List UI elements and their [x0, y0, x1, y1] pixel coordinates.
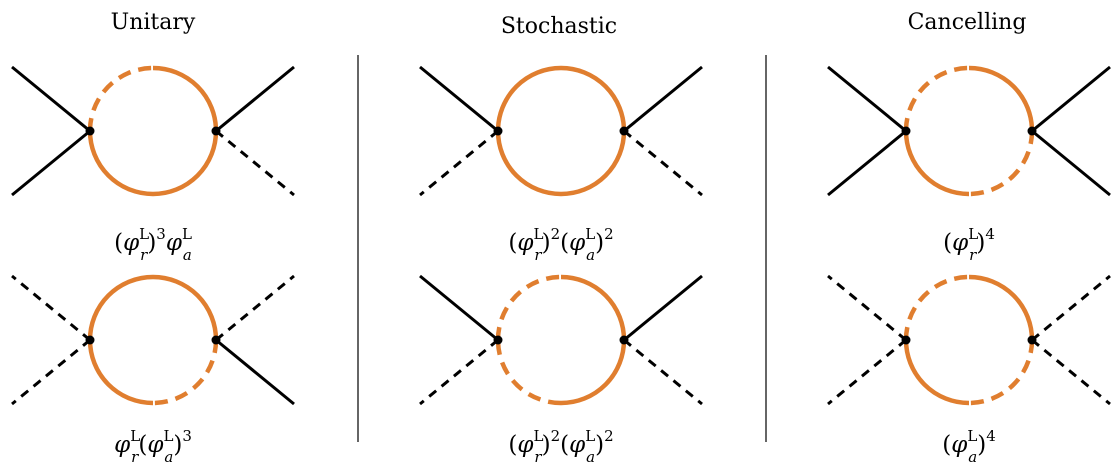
- external-leg-right-bottom: [623, 129, 703, 197]
- vertex-right: [211, 335, 221, 345]
- external-leg-right-top: [623, 274, 703, 342]
- loop-bottom-left-dashed-arc: [495, 339, 562, 406]
- external-leg-right-top: [623, 65, 703, 133]
- vertex-left: [901, 335, 911, 345]
- vertex-left: [85, 126, 95, 136]
- loop-top-left-dashed-arc: [87, 65, 154, 132]
- external-leg-right-bottom: [623, 338, 703, 406]
- loop-bottom-right-arc: [560, 339, 627, 406]
- vertex-right: [619, 126, 629, 136]
- loop-top-left-dashed-arc: [903, 274, 970, 341]
- loop-bottom-left-arc: [903, 130, 970, 197]
- vertex-left: [85, 335, 95, 345]
- external-leg-right-top: [1031, 65, 1111, 133]
- vertex-right: [211, 126, 221, 136]
- loop-bottom-arc: [87, 130, 219, 197]
- loop-bottom-right-dashed-arc: [968, 339, 1035, 406]
- vertex-right: [1027, 126, 1037, 136]
- loop-top-right-arc: [968, 274, 1035, 341]
- loop-bottom-right-dashed-arc: [968, 130, 1035, 197]
- external-leg-left-top: [827, 65, 907, 133]
- external-leg-left-bottom: [827, 338, 907, 406]
- loop-top-arc: [495, 65, 627, 132]
- column-titles: Unitary Stochastic Cancelling: [111, 10, 1027, 39]
- loop-top-left-dashed-arc: [903, 65, 970, 132]
- external-leg-left-top: [419, 274, 499, 342]
- loop-top-right-arc: [968, 65, 1035, 132]
- external-leg-left-bottom: [11, 338, 91, 406]
- vertex-left: [901, 126, 911, 136]
- loop-bottom-right-dashed-arc: [152, 339, 219, 406]
- external-leg-right-bottom: [1031, 338, 1111, 406]
- vertex-left: [493, 335, 503, 345]
- loop-bottom-arc: [495, 130, 627, 197]
- vertex-right: [1027, 335, 1037, 345]
- external-leg-left-bottom: [419, 129, 499, 197]
- loop-bottom-left-arc: [87, 339, 154, 406]
- column-title-cancelling: Cancelling: [908, 10, 1027, 35]
- external-leg-left-top: [419, 65, 499, 133]
- vertex-left: [493, 126, 503, 136]
- external-leg-right-top: [215, 65, 295, 133]
- external-leg-right-bottom: [215, 338, 295, 406]
- loop-bottom-left-arc: [903, 339, 970, 406]
- external-leg-left-top: [827, 274, 907, 342]
- external-leg-left-bottom: [419, 338, 499, 406]
- external-leg-left-bottom: [11, 129, 91, 197]
- vertex-right: [619, 335, 629, 345]
- external-leg-right-top: [215, 274, 295, 342]
- external-leg-right-bottom: [1031, 129, 1111, 197]
- column-title-unitary: Unitary: [111, 10, 196, 35]
- external-leg-right-bottom: [215, 129, 295, 197]
- external-leg-left-top: [11, 274, 91, 342]
- loop-top-left-dashed-arc: [495, 274, 562, 341]
- loop-top-right-arc: [560, 274, 627, 341]
- external-leg-left-bottom: [827, 129, 907, 197]
- column-title-stochastic: Stochastic: [501, 14, 617, 39]
- external-leg-right-top: [1031, 274, 1111, 342]
- external-leg-left-top: [11, 65, 91, 133]
- loop-top-right-arc: [152, 65, 219, 132]
- loop-top-arc: [87, 274, 219, 341]
